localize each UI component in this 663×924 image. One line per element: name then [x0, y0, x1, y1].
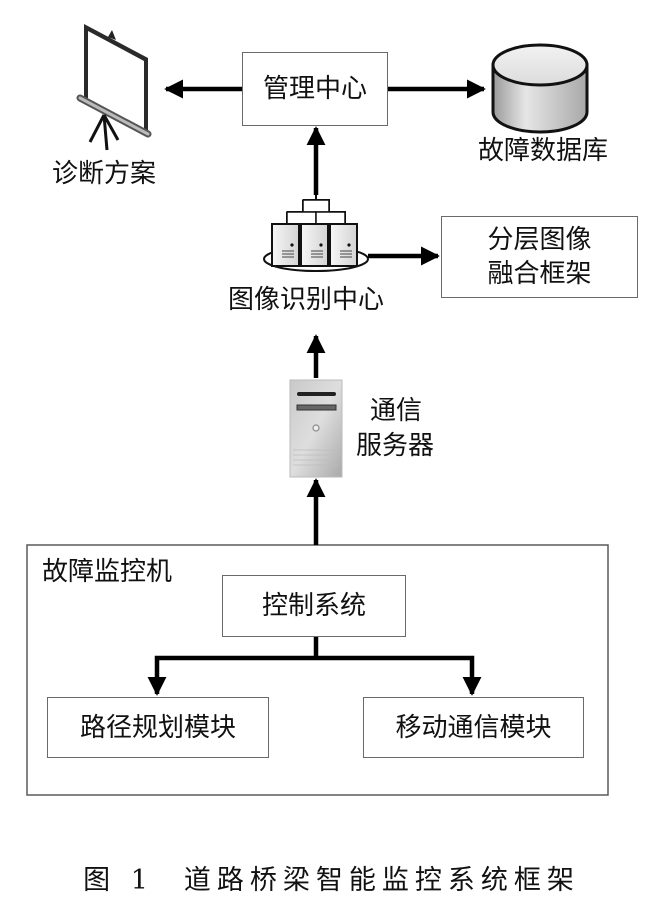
- connector-arrows: [147, 79, 486, 696]
- comm-server-label-line1: 通信: [370, 396, 423, 426]
- fault-monitor-label: 故障监控机: [42, 557, 173, 587]
- path-planning-label: 路径规划模块: [79, 712, 236, 743]
- control-system-box: 控制系统: [222, 575, 406, 637]
- server-cluster-icon: [263, 190, 369, 272]
- path-planning-box: 路径规划模块: [47, 697, 269, 758]
- mobile-comm-box: 移动通信模块: [363, 697, 584, 758]
- fault-database-label: 故障数据库: [478, 136, 609, 166]
- figure-number: 图 1: [83, 865, 154, 896]
- tower-server-icon: [289, 379, 343, 478]
- image-recognition-center-label: 图像识别中心: [228, 285, 385, 315]
- figure-title: 道路桥梁智能监控系统框架: [183, 865, 580, 896]
- diagnosis-plan-label: 诊断方案: [52, 159, 157, 189]
- layered-fusion-line1: 分层图像: [487, 225, 592, 255]
- figure-caption: 图 1 道路桥梁智能监控系统框架: [0, 858, 663, 897]
- management-center-box: 管理中心: [242, 52, 388, 126]
- projector-screen-icon: [76, 24, 152, 151]
- arrow-control-to-path: [147, 655, 316, 696]
- comm-server-label-line2: 服务器: [356, 431, 435, 461]
- management-center-label: 管理中心: [262, 74, 367, 104]
- control-system-label: 控制系统: [261, 591, 366, 621]
- arrow-control-to-mobile: [316, 655, 482, 696]
- layered-fusion-line2: 融合框架: [487, 259, 592, 289]
- layered-fusion-framework-box: 分层图像 融合框架: [441, 216, 638, 298]
- database-cylinder-icon: [491, 43, 589, 134]
- mobile-comm-label: 移动通信模块: [395, 712, 552, 743]
